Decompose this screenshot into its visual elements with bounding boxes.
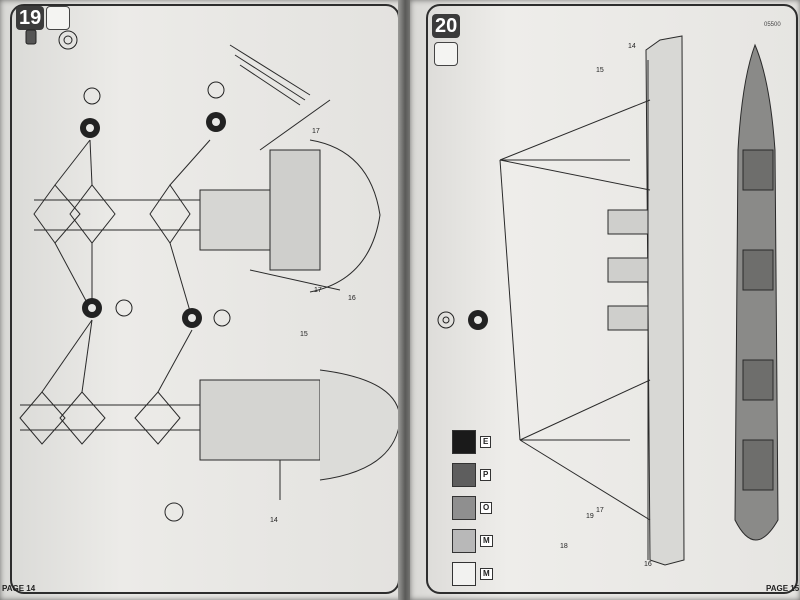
paint-swatch-label: P [480,469,492,481]
rigging-block-icons-upper [80,112,226,328]
part-label: 15 [596,67,604,74]
page-number-right: PAGE 15 [766,584,800,593]
part-label: 17 [314,287,322,294]
paint-swatch-label: E [480,436,492,448]
upper-ship-drawing [33,44,381,319]
paint-swatch-label: M [480,568,493,580]
paint-swatch-label: O [480,502,493,514]
ship-diagram-right: 14 15 17 18 19 16 [437,35,779,568]
right-page: 20 05500 PAGE 15 [410,0,800,600]
part-label: 16 [348,295,356,302]
paint-swatch-white [452,562,476,586]
hull-side-view [499,35,685,566]
page-number-left: PAGE 14 [2,584,36,593]
paint-swatch-black [452,430,476,454]
rope-coil-icon-right [437,311,455,329]
step-number-20: 20 [432,14,461,38]
ship-rigging-diagram-left: 17 17 16 15 14 [19,29,401,524]
part-label: 14 [270,517,278,524]
left-page: 19 PAGE 14 [0,0,404,600]
part-label: 16 [644,561,652,568]
part-label: 17 [312,128,320,135]
part-label: 19 [586,513,594,520]
part-label: 18 [560,543,568,550]
paint-pot-icon [434,42,458,66]
kit-code: 05500 [764,22,781,28]
lower-ship-drawing [19,319,401,522]
right-page-frame [426,4,798,594]
paint-swatch-dark-grey [452,463,476,487]
paint-swatch-label: M [480,535,493,547]
step-number-19: 19 [16,6,45,30]
rope-coil-icon [58,30,78,50]
rope-icons-upper [83,81,231,327]
ship-top-view [734,43,779,541]
paint-swatch-light-grey [452,529,476,553]
tweezers-icon [46,6,70,30]
glue-bottle-icon [25,29,37,45]
part-label: 14 [628,43,636,50]
rigging-block-icon [468,310,488,330]
paint-swatch-grey [452,496,476,520]
part-label: 15 [300,331,308,338]
part-label: 17 [596,507,604,514]
